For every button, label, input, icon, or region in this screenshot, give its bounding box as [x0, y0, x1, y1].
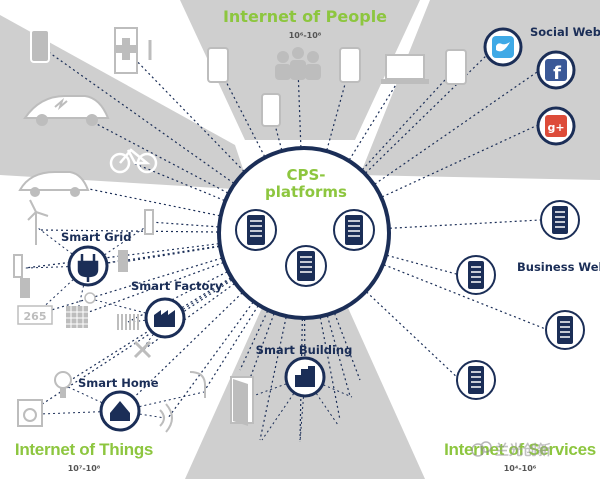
svg-text:f: f [553, 63, 561, 84]
connection-line [297, 67, 302, 148]
twitter-icon [483, 27, 523, 67]
connection-line [304, 376, 353, 398]
server-icon [456, 255, 496, 295]
connection-line [119, 391, 205, 412]
connection-line [142, 283, 235, 351]
connection-line [125, 49, 245, 172]
smart-building-label: Smart Building [256, 343, 353, 357]
smartphone-icon [30, 29, 50, 63]
connection-line [374, 69, 541, 185]
hospital-icon [114, 27, 152, 74]
connection-line [167, 301, 254, 419]
connection-line [62, 278, 232, 386]
facebook-icon: f [536, 50, 576, 90]
wifi-icon [159, 403, 173, 433]
ev-car-icon [23, 95, 110, 126]
laptop-icon [381, 54, 429, 84]
car-icon [18, 171, 90, 197]
connection-line [127, 271, 228, 323]
server-icon [540, 200, 580, 240]
connection-line [39, 410, 121, 415]
connection-line [119, 292, 243, 412]
connection-line [386, 254, 461, 276]
lamp-icon [54, 371, 72, 398]
connection-line [259, 316, 287, 441]
factory-icon [144, 297, 186, 339]
header-title: Internet of People [223, 7, 387, 26]
smart-home-label: Smart Home [78, 376, 159, 390]
people-group-icon [275, 47, 321, 80]
svg-text:g+: g+ [547, 121, 564, 134]
cps-title-line2: platforms [265, 183, 347, 201]
watermark-text: 兰光创新 [495, 442, 551, 459]
bicycle-icon [109, 148, 158, 174]
left-wedge [0, 15, 250, 190]
server-icon [456, 360, 496, 400]
cps-platform-circle [217, 146, 391, 320]
smartphone-icon [445, 49, 467, 85]
server-icon [545, 310, 585, 350]
watermark-logo: 兰光创新 [471, 441, 551, 459]
connection-line [389, 219, 541, 229]
social-web-label: Social Web [530, 25, 600, 39]
server-icon [235, 209, 277, 251]
connection-line [132, 162, 225, 201]
connection-line [334, 313, 361, 381]
connection-line [87, 245, 220, 267]
connection-line [94, 299, 166, 319]
plug-icon [189, 371, 206, 398]
smart-grid-label: Smart Grid [61, 230, 131, 244]
power-plug-icon [67, 245, 109, 287]
server-icon [285, 245, 327, 287]
business-web-label: Business Web [517, 260, 600, 274]
door-icon [230, 376, 254, 426]
connection-line [270, 109, 283, 151]
connection-line [122, 246, 220, 263]
svg-text:265: 265 [24, 310, 47, 323]
smartphone-icon [339, 47, 361, 83]
smartphone-icon [261, 93, 281, 127]
meter-icon: 265 [17, 305, 53, 325]
smart-factory-label: Smart Factory [131, 279, 223, 293]
connection-line [239, 310, 269, 371]
barcode-icon [117, 314, 139, 330]
connection-line [77, 262, 224, 317]
connection-line [326, 315, 351, 397]
battery-icon [13, 209, 154, 298]
tools-icon [133, 340, 152, 359]
connection-line [361, 67, 457, 171]
things-title: Internet of Things [15, 440, 153, 459]
wind-turbine-icon [27, 199, 49, 245]
connection-line [365, 51, 491, 174]
header-range: 10⁶-10⁸ [289, 31, 322, 40]
washer-icon [17, 399, 43, 427]
house-icon [99, 390, 141, 432]
connection-line [366, 291, 461, 381]
google-plus-icon: g+ [536, 106, 576, 146]
cps-title-line1: CPS- [286, 166, 325, 184]
connection-line [381, 123, 541, 198]
connection-line [217, 65, 266, 157]
solar-panel-icon [66, 292, 96, 328]
smartphone-icon [207, 47, 229, 83]
connection-line [204, 305, 259, 391]
server-icon [333, 209, 375, 251]
services-range: 10⁴-10⁶ [504, 464, 537, 473]
connection-line [149, 221, 219, 228]
things-range: 10⁷-10⁸ [68, 464, 101, 473]
building-icon [284, 356, 326, 398]
